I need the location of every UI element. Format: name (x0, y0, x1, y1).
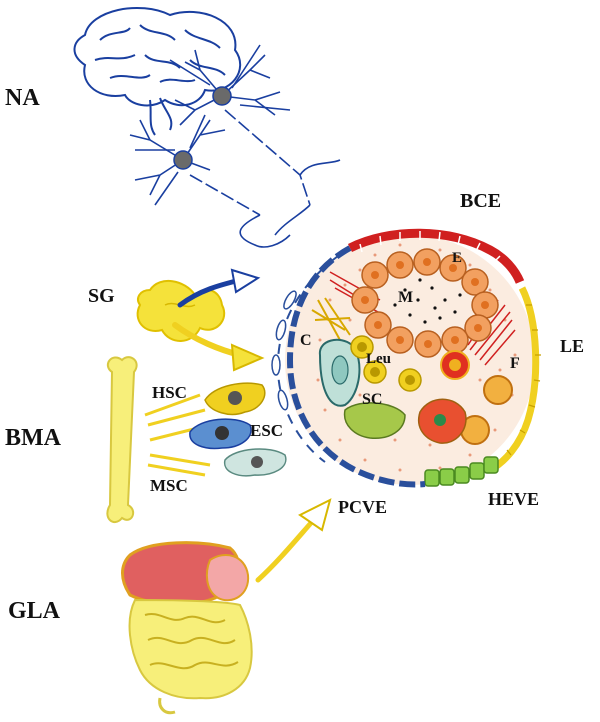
label-gla: GLA (8, 598, 61, 624)
label-m: M (398, 289, 413, 306)
lymphatic-endothelium (488, 286, 540, 474)
blood-capillary-endothelium (347, 228, 525, 284)
neuron-network (129, 44, 341, 248)
label-c: C (300, 332, 312, 349)
lymph-node-cross-section (271, 228, 541, 488)
label-bce: BCE (460, 190, 501, 212)
green-cell (343, 402, 406, 439)
label-sg: SG (88, 285, 115, 307)
heve-cells (424, 456, 499, 487)
stromal-cells (318, 335, 513, 445)
pcve-endothelium (286, 245, 426, 488)
inner-dots (393, 278, 462, 324)
intestines-shape (128, 598, 253, 700)
orange-cell-1 (483, 375, 513, 405)
label-le: LE (560, 336, 584, 356)
label-na: NA (5, 85, 40, 111)
stem-cells (189, 382, 287, 477)
stomach-shape (205, 554, 250, 602)
label-bma: BMA (5, 425, 62, 451)
label-msc: MSC (150, 476, 188, 495)
neuron-cell-bodies (173, 86, 232, 170)
brain-illustration (73, 7, 242, 136)
boundary-cells (271, 290, 297, 411)
sg-arrows (172, 268, 265, 372)
label-pcve: PCVE (338, 497, 387, 517)
gla-arrow (255, 498, 332, 583)
bone-illustration (106, 356, 138, 524)
label-leu: Leu (366, 351, 391, 367)
diagram-labels: NA SG BMA GLA HSC ESC MSC BCE LE HEVE PC… (5, 85, 584, 624)
label-e: E (452, 250, 462, 266)
label-sc: SC (362, 391, 382, 408)
lymphocyte-nuclei (361, 258, 489, 348)
label-f: F (510, 355, 520, 372)
label-esc: ESC (250, 421, 283, 440)
label-hsc: HSC (152, 383, 187, 402)
abdominal-organs-illustration (121, 541, 253, 715)
collagen-fibres (311, 297, 351, 341)
label-heve: HEVE (488, 489, 539, 509)
